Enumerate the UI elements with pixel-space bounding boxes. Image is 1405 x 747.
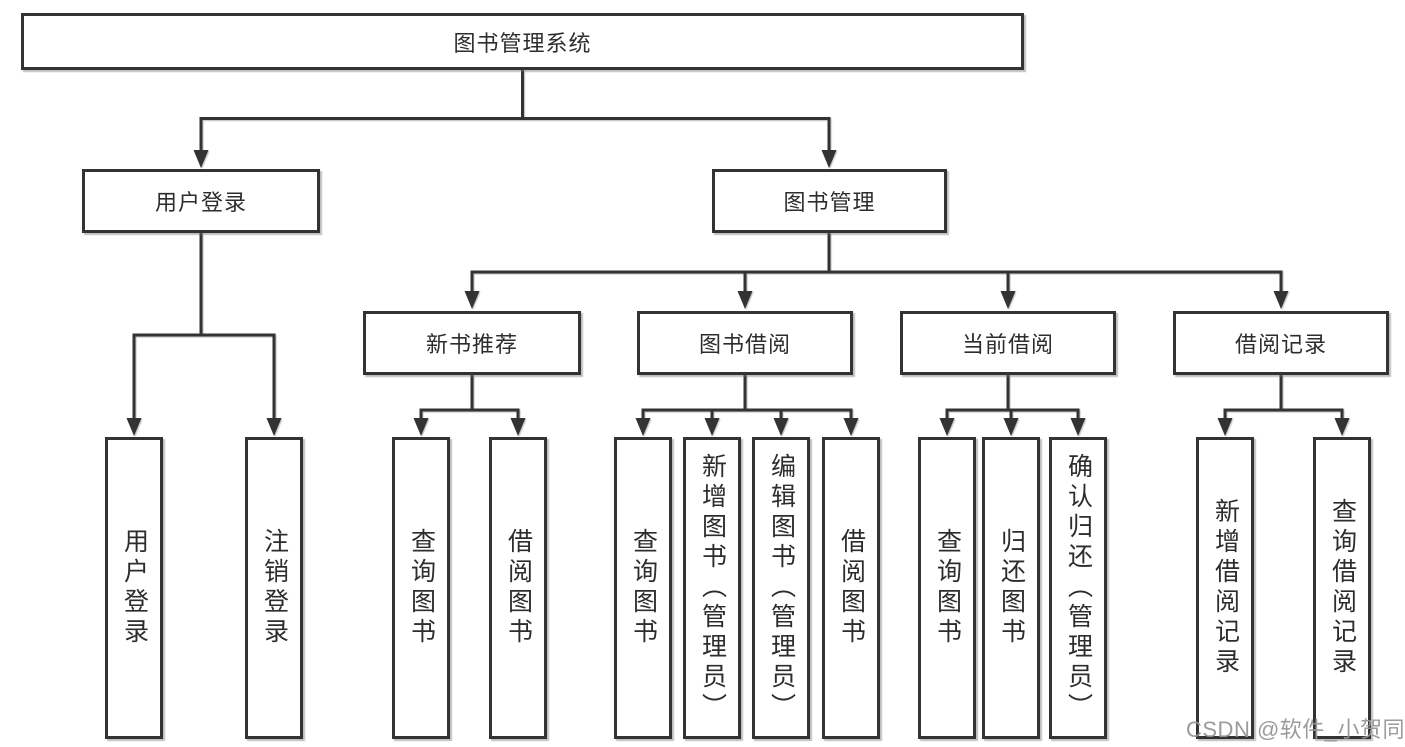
leaf-add-borrow-record: 新增借阅记录 [1196,437,1254,739]
leaf-borrow-books-1: 借阅图书 [489,437,547,739]
arrowheads [126,150,1350,436]
node-user-login: 用户登录 [82,169,320,233]
node-borrow-records: 借阅记录 [1173,311,1389,375]
leaf-logout: 注销登录 [245,437,303,739]
leaf-query-books-1: 查询图书 [392,437,450,739]
node-borrow-records-label: 借阅记录 [1234,332,1327,357]
leaf-user-login: 用户登录 [105,437,163,739]
leaf-query-borrow-record: 查询借阅记录 [1313,437,1371,739]
leaf-user-login-label: 用户登录 [120,528,149,648]
leaf-borrow-books-2: 借阅图书 [822,437,880,739]
node-current-borrow: 当前借阅 [900,311,1116,375]
leaf-add-books-admin-label: 新增图书（管理员） [698,453,727,723]
leaf-logout-label: 注销登录 [260,528,289,648]
node-book-borrow: 图书借阅 [637,311,853,375]
node-book-management: 图书管理 [712,169,947,233]
leaf-query-books-2: 查询图书 [614,437,672,739]
leaf-query-borrow-record-label: 查询借阅记录 [1328,498,1357,678]
leaf-add-borrow-record-label: 新增借阅记录 [1211,498,1240,678]
node-user-login-label: 用户登录 [154,190,247,215]
csdn-watermark: CSDN @软件_小贺同学 [1186,717,1405,742]
leaf-borrow-books-2-label: 借阅图书 [837,528,866,648]
leaf-borrow-books-1-label: 借阅图书 [504,528,533,648]
leaf-confirm-return-admin: 确认归还（管理员） [1049,437,1107,739]
leaf-query-books-2-label: 查询图书 [629,528,658,648]
leaf-edit-books-admin: 编辑图书（管理员） [752,437,810,739]
node-new-book-recommend: 新书推荐 [363,311,581,375]
node-root-system: 图书管理系统 [21,13,1024,70]
leaf-return-books: 归还图书 [982,437,1040,739]
leaf-query-books-3-label: 查询图书 [933,528,962,648]
leaf-query-books-1-label: 查询图书 [407,528,436,648]
leaf-return-books-label: 归还图书 [997,528,1026,648]
node-root-label: 图书管理系统 [453,30,592,56]
node-new-book-recommend-label: 新书推荐 [425,332,518,357]
node-book-management-label: 图书管理 [783,190,876,215]
leaf-query-books-3: 查询图书 [918,437,976,739]
leaf-edit-books-admin-label: 编辑图书（管理员） [767,453,796,723]
node-current-borrow-label: 当前借阅 [961,332,1054,357]
leaf-confirm-return-admin-label: 确认归还（管理员） [1064,453,1093,723]
node-book-borrow-label: 图书借阅 [698,332,791,357]
leaf-add-books-admin: 新增图书（管理员） [683,437,741,739]
